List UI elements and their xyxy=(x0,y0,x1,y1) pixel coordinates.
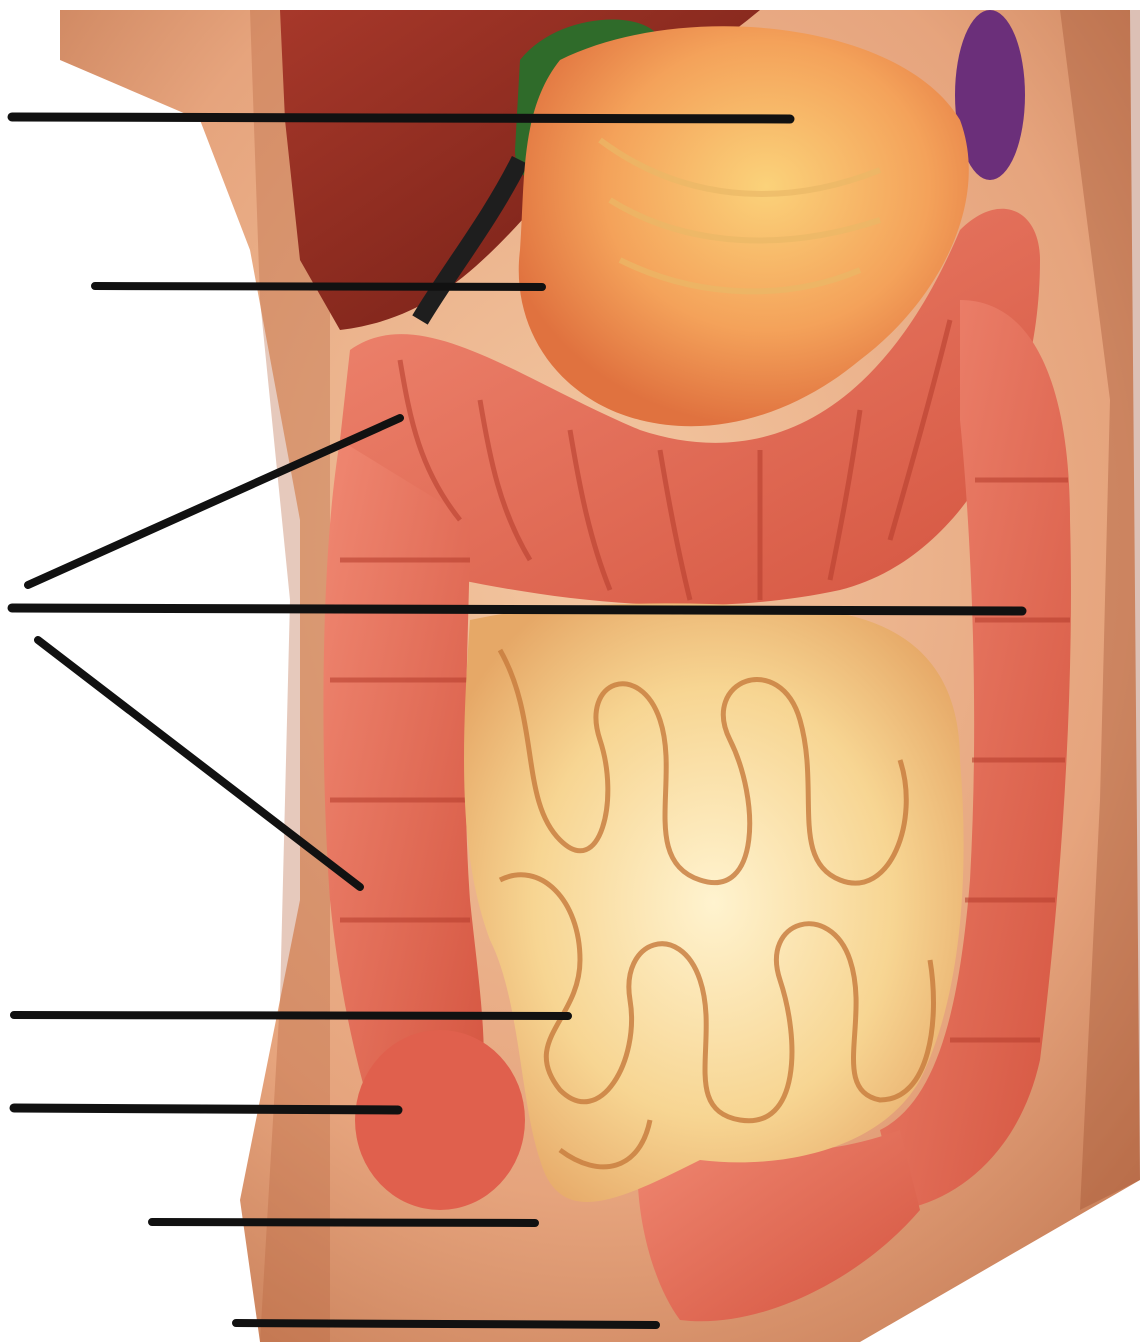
leader-line-3b xyxy=(12,608,1022,611)
cecum xyxy=(355,1030,525,1210)
leader-line-7 xyxy=(236,1323,656,1325)
leader-line-4 xyxy=(14,1015,568,1016)
leader-line-5 xyxy=(14,1108,398,1110)
small-intestine xyxy=(464,603,964,1202)
leader-line-2 xyxy=(95,286,542,287)
leader-line-1 xyxy=(12,117,790,119)
leader-line-6 xyxy=(152,1222,535,1223)
